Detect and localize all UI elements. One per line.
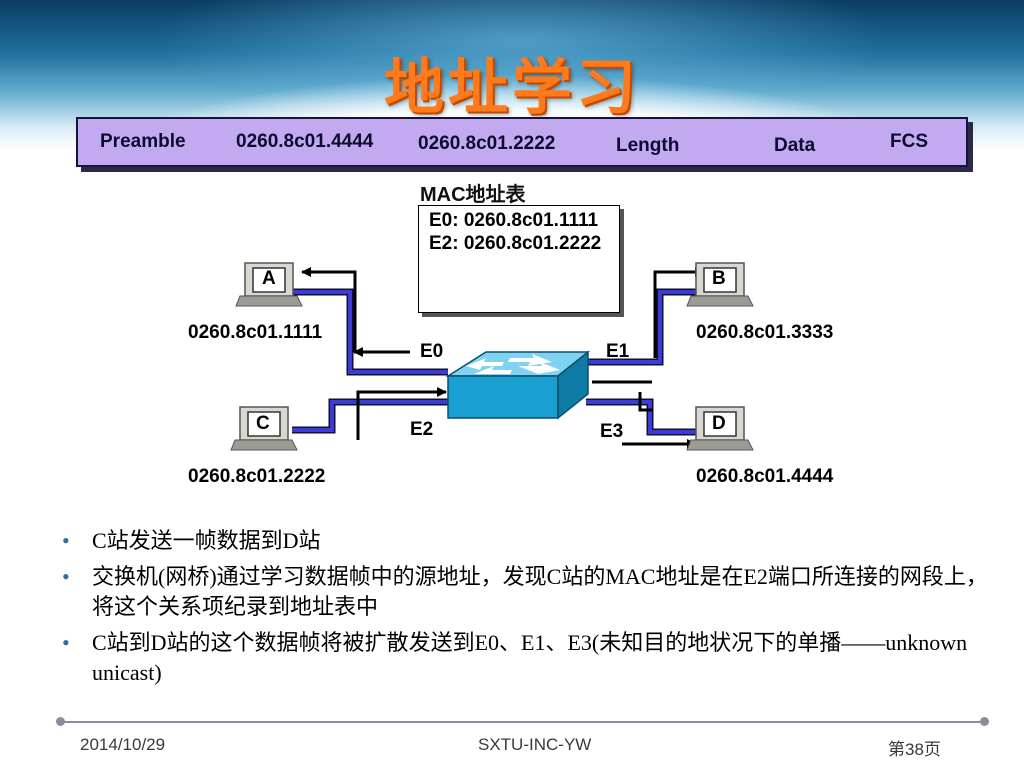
ethernet-frame-bar: Preamble 0260.8c01.4444 0260.8c01.2222 L… [76,117,968,167]
mac-address-table: E0: 0260.8c01.1111 E2: 0260.8c01.2222 [418,205,620,313]
bullet-dot-icon: • [62,564,70,589]
bullet-text: C站发送一帧数据到D站 [92,528,321,553]
arrow-from-c [356,387,447,440]
bullet-dot-icon: • [62,528,70,553]
port-e0-label: E0 [420,341,444,362]
station-c-label: C [256,413,270,434]
arrow-to-d [638,392,652,412]
station-d-label: D [712,413,726,434]
bullet-text: C站到D站的这个数据帧将被扩散发送到E0、E1、E3(未知目的地状况下的单播——… [92,630,968,685]
mac-table-entry: E0: 0260.8c01.1111 [429,210,599,231]
station-a-mac: 0260.8c01.1111 [188,322,323,343]
arrow-to-b [653,267,705,358]
mac-table-title: MAC地址表 [420,184,526,206]
bullet-text: 交换机(网桥)通过学习数据帧中的源地址，发现C站的MAC地址是在E2端口所连接的… [92,564,988,619]
frame-preamble-field: Preamble [100,131,186,152]
station-c-mac: 0260.8c01.2222 [188,466,326,487]
footer-divider [60,721,985,723]
bullet-item: • C站发送一帧数据到D站 [62,526,992,556]
page-title: 地址学习 [384,53,640,123]
frame-data-field: Data [774,135,816,156]
port-e1-label: E1 [606,341,630,362]
link-b-e1 [586,290,702,364]
footer-page-number: 第38页 [888,740,941,759]
bullet-item: • 交换机(网桥)通过学习数据帧中的源地址，发现C站的MAC地址是在E2端口所连… [62,562,992,622]
switch [445,350,591,420]
bullet-list: • C站发送一帧数据到D站 • 交换机(网桥)通过学习数据帧中的源地址，发现C站… [62,526,992,694]
station-b-label: B [712,268,726,289]
footer-divider-endpoint [980,717,989,726]
footer-divider-endpoint [56,717,65,726]
station-a-label: A [262,268,276,289]
link-c-e2 [292,400,448,432]
port-e3-label: E3 [600,421,624,442]
computer-d-icon [686,406,754,451]
computer-b-icon [686,262,754,307]
station-d-mac: 0260.8c01.4444 [696,466,834,487]
station-b-mac: 0260.8c01.3333 [696,322,834,343]
link-d-e3 [586,400,702,434]
computer-c-icon [230,406,298,451]
frame-destination-field: 0260.8c01.4444 [236,131,374,152]
flow-arrows [301,267,705,449]
mac-table-entry: E2: 0260.8c01.2222 [429,233,602,254]
bullet-item: • C站到D站的这个数据帧将被扩散发送到E0、E1、E3(未知目的地状况下的单播… [62,628,992,688]
frame-length-field: Length [616,135,680,156]
link-cables [292,288,702,436]
frame-fcs-field: FCS [890,131,928,152]
footer-date: 2014/10/29 [80,735,166,754]
port-e2-label: E2 [410,419,434,440]
bullet-dot-icon: • [62,630,70,655]
frame-source-field: 0260.8c01.2222 [418,133,556,154]
footer-center: SXTU-INC-YW [478,735,592,754]
link-a-e0 [292,290,448,374]
arrow-to-a [301,267,357,352]
computer-a-icon [235,262,303,307]
